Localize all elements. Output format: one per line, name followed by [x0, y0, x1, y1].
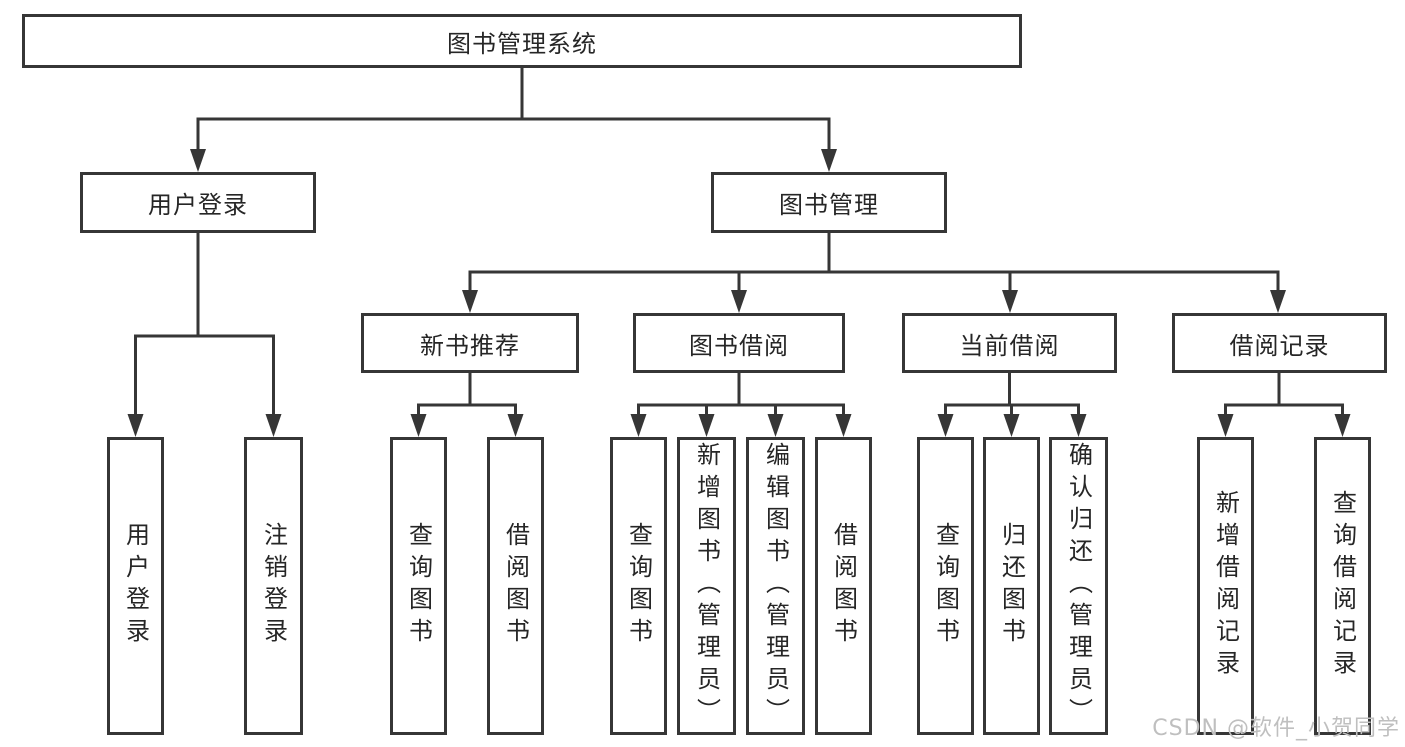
connector-current-borrow-branch [937, 373, 1087, 437]
connector-new-book-recommend-branch [410, 373, 524, 437]
leaf-logout: 注销登录 [244, 437, 303, 735]
node-new-book-recommend: 新书推荐 [361, 313, 579, 373]
connector-borrow-records-branch [1217, 373, 1351, 437]
csdn-watermark: CSDN @软件_小贺同学 [1152, 716, 1400, 741]
leaf-confirm-return-admin: 确认归还（管理员） [1049, 437, 1108, 735]
leaf-query-books-borrow: 查询图书 [610, 437, 667, 735]
leaf-query-books-recommend: 查询图书 [390, 437, 447, 735]
connector-root-to-level2 [190, 68, 837, 172]
node-borrow-records: 借阅记录 [1172, 313, 1387, 373]
connector-user-login-branch [127, 233, 282, 437]
connector-book-management-branch [462, 233, 1286, 313]
node-user-login-module: 用户登录 [80, 172, 316, 233]
node-library-management-system: 图书管理系统 [22, 14, 1022, 68]
leaf-borrow-books: 借阅图书 [815, 437, 872, 735]
connector-book-borrow-branch [630, 373, 852, 437]
leaf-add-book-admin: 新增图书（管理员） [677, 437, 736, 735]
leaf-query-borrow-record: 查询借阅记录 [1314, 437, 1371, 735]
leaf-return-book: 归还图书 [983, 437, 1040, 735]
node-book-management-module: 图书管理 [711, 172, 947, 233]
leaf-borrow-books-recommend: 借阅图书 [487, 437, 544, 735]
leaf-user-login: 用户登录 [107, 437, 164, 735]
leaf-add-borrow-record: 新增借阅记录 [1197, 437, 1254, 735]
leaf-edit-book-admin: 编辑图书（管理员） [746, 437, 805, 735]
node-book-borrow: 图书借阅 [633, 313, 845, 373]
leaf-query-books-current: 查询图书 [917, 437, 974, 735]
node-current-borrow: 当前借阅 [902, 313, 1117, 373]
